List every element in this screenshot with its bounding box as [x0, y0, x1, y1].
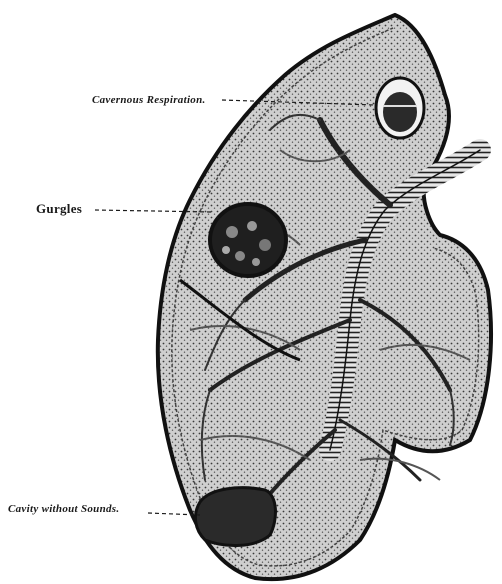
label-cavernous-respiration: Cavernous Respiration. [92, 94, 206, 106]
gurgle-bubble-6 [252, 258, 260, 266]
gurgle-bubble-5 [222, 246, 230, 254]
gurgle-bubble-3 [259, 239, 271, 251]
label-gurgles: Gurgles [36, 201, 82, 216]
annotation-cavity-without-sounds: Cavity without Sounds. [8, 503, 200, 515]
upper-cavity [376, 78, 424, 138]
gurgle-bubble-4 [235, 251, 245, 261]
gurgle-bubble-1 [226, 226, 238, 238]
upper-cavity-fill [383, 92, 417, 132]
gurgles-cavity [210, 204, 286, 276]
gurgle-bubble-2 [247, 221, 257, 231]
lower-cavity [195, 488, 275, 546]
label-cavity-without-sounds: Cavity without Sounds. [8, 503, 119, 515]
lower-cavity-shape [195, 488, 275, 546]
gurgles-cavity-wall [210, 204, 286, 276]
